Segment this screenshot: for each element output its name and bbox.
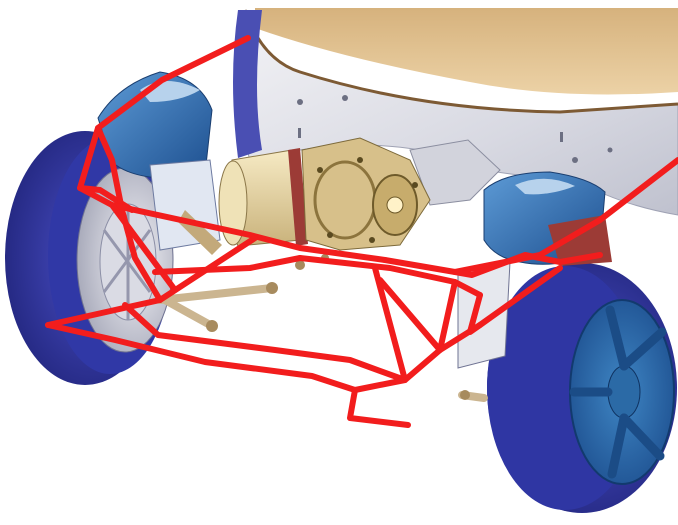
frame-left-diag-b: [109, 202, 178, 293]
motor-flange: [288, 148, 308, 246]
upright-icon: [457, 171, 612, 369]
left-lower-arm: [156, 284, 276, 304]
right-upright-plate: [457, 261, 511, 369]
frame-lower-v: [347, 387, 411, 428]
motor-end-cap: [218, 160, 248, 246]
gearbox-icon: [301, 137, 431, 251]
motor-icon: [218, 148, 308, 247]
frame-left-low: [45, 322, 358, 393]
frame-center-v: [372, 265, 458, 383]
frame-center-x: [377, 277, 443, 353]
frame-tube-icon: [45, 35, 678, 428]
body-top-panel: [255, 8, 678, 95]
right-upright-cap: [515, 178, 575, 195]
frame-center-a: [122, 302, 408, 383]
right-hub-center: [607, 365, 641, 419]
frame-left-cross: [45, 235, 258, 328]
right-wheel: [487, 263, 677, 513]
frame-top-left: [77, 35, 251, 213]
body-rim-edge: [243, 9, 678, 114]
body-shell: [233, 8, 678, 216]
body-left-side: [233, 10, 262, 158]
left-wheel: [5, 131, 174, 385]
left-tie-rod: [161, 296, 216, 330]
frame-center-b: [297, 255, 483, 298]
wall-details: [297, 95, 613, 163]
frame-lower-tie: [352, 377, 408, 393]
gearbox-bolts: [317, 157, 418, 243]
gearbox-shaft: [386, 196, 404, 214]
frame-left-diag-a: [77, 185, 388, 263]
right-hub-spokes: [569, 305, 667, 479]
left-upright-body: [97, 71, 213, 179]
frame-mid-upper: [152, 255, 303, 275]
frame-right-mid: [452, 252, 603, 278]
frame-right-v: [467, 292, 483, 335]
